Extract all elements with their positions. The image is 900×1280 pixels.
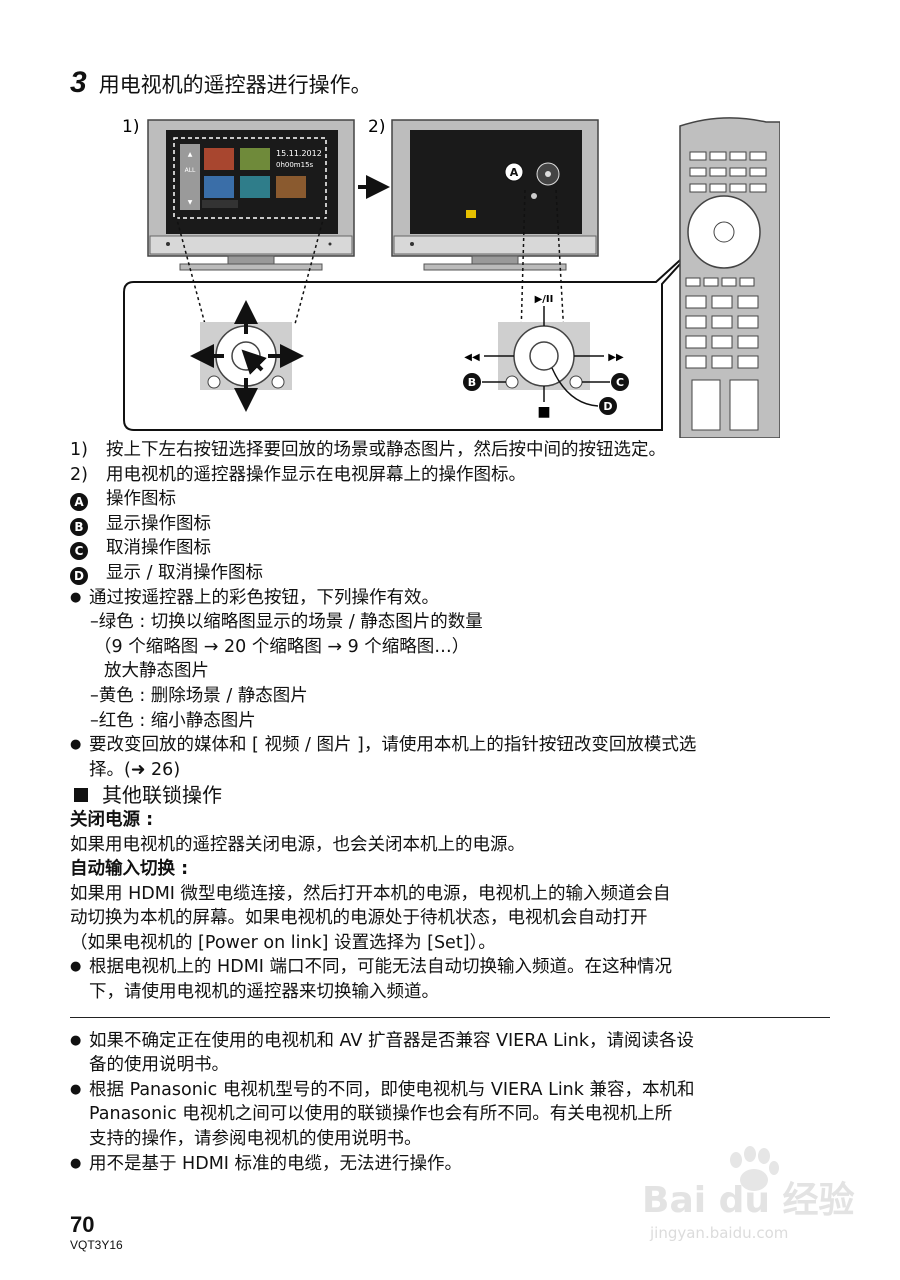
note-2: ●根据 Panasonic 电视机型号的不同，即使电视机与 VIERA Link…	[70, 1079, 695, 1100]
bullet-color-buttons: ●通过按遥控器上的彩色按钮，下列操作有效。	[70, 587, 439, 608]
note-1: ●如果不确定正在使用的电视机和 AV 扩音器是否兼容 VIERA Link，请阅…	[70, 1030, 695, 1051]
baidu-watermark: Bai du 经验 jingyan.baidu.com	[640, 1142, 860, 1252]
rewind-label: ◀◀	[464, 352, 480, 363]
callout-marker-b: B	[463, 373, 481, 391]
svg-text:B: B	[468, 376, 476, 389]
auto-text-2: 动切换为本机的屏幕。如果电视机的电源处于待机状态，电视机会自动打开	[70, 908, 648, 929]
svg-text:▼: ▼	[188, 199, 193, 206]
auto-heading: 自动输入切换 :	[70, 859, 189, 880]
watermark-brand: Bai du 经验	[642, 1180, 855, 1221]
tv1-time: 0h00m15s	[276, 161, 314, 169]
dpad-right	[482, 306, 610, 407]
stop-label: ■	[537, 404, 550, 420]
tv1-date: 15.11.2012	[276, 149, 322, 158]
numbered-item-1: 1)按上下左右按钮选择要回放的场景或静态图片，然后按中间的按钮选定。	[70, 440, 666, 460]
green-detail-2: 放大静态图片	[104, 661, 209, 682]
auto-text-3: （如果电视机的 [Power on link] 设置选择为 [Set]）。	[70, 932, 496, 953]
note-2-cont-1: Panasonic 电视机之间可以使用的联锁操作也会有所不同。有关电视机上所	[89, 1104, 673, 1125]
power-heading: 关闭电源 :	[70, 809, 154, 830]
panel-2-label: 2)	[368, 117, 385, 137]
play-pause-label: ▶/II	[535, 294, 554, 305]
page-number: 70	[70, 1212, 95, 1237]
power-text: 如果用电视机的遥控器关闭电源，也会关闭本机上的电源。	[70, 834, 525, 855]
step-title: 用电视机的遥控器进行操作。	[98, 73, 372, 97]
bullet-hdmi-port-cont: 下，请使用电视机的遥控器来切换输入频道。	[89, 982, 439, 1003]
tv1-side-label: ALL	[185, 167, 196, 174]
numbered-item-2: 2)用电视机的遥控器操作显示在电视屏幕上的操作图标。	[70, 464, 526, 485]
bullet-hdmi-port: ●根据电视机上的 HDMI 端口不同，可能无法自动切换输入频道。在这种情况	[70, 957, 673, 978]
section-title: 其他联锁操作	[70, 783, 840, 808]
step-heading: 3 用电视机的遥控器进行操作。	[70, 66, 372, 100]
callout-panel	[123, 241, 701, 431]
callout-marker-d: D	[599, 397, 617, 415]
panel-1-label: 1)	[122, 117, 139, 137]
bullet-change-media-cont: 择。(➜ 26)	[89, 759, 181, 780]
green-item: –绿色 : 切换以缩略图显示的场景 / 静态图片的数量	[90, 612, 483, 633]
tv2-marker-a: A	[510, 166, 519, 179]
remote-control	[679, 117, 780, 438]
note-1-cont: 备的使用说明书。	[89, 1055, 229, 1076]
callout-marker-c: C	[611, 373, 629, 391]
svg-text:D: D	[603, 400, 612, 413]
auto-text-1: 如果用 HDMI 微型电缆连接，然后打开本机的电源，电视机上的输入频道会自	[70, 883, 671, 904]
note-2-cont-2: 支持的操作，请参阅电视机的使用说明书。	[89, 1129, 422, 1150]
tv-1: ▲ ALL ▼ 15.11.2012 0h00m15s	[147, 119, 355, 271]
svg-text:C: C	[616, 376, 624, 389]
divider	[70, 1016, 830, 1018]
bullet-change-media: ●要改变回放的媒体和 [ 视频 / 图片 ]，请使用本机上的指针按钮改变回放模式…	[70, 735, 697, 756]
note-3: ●用不是基于 HDMI 标准的电缆，无法进行操作。	[70, 1153, 463, 1174]
green-detail: （9 个缩略图 → 20 个缩略图 → 9 个缩略图…）	[94, 636, 470, 657]
document-code: VQT3Y16	[70, 1238, 123, 1252]
yellow-item: –黄色 : 删除场景 / 静态图片	[90, 685, 308, 706]
paw-logo-icon	[730, 1146, 779, 1191]
svg-text:▲: ▲	[188, 151, 193, 158]
tv-2: A	[391, 119, 599, 271]
body-text: 1)按上下左右按钮选择要回放的场景或静态图片，然后按中间的按钮选定。 2)用电视…	[70, 438, 840, 1176]
watermark-url: jingyan.baidu.com	[649, 1224, 788, 1242]
red-item: –红色 : 缩小静态图片	[90, 710, 256, 731]
forward-label: ▶▶	[608, 352, 624, 363]
remote-operation-figure: 1) 2) ▲ ALL ▼ 15.11.2012 0h00m15s A	[110, 112, 780, 438]
step-number: 3	[70, 66, 87, 99]
dpad-left	[190, 300, 304, 412]
